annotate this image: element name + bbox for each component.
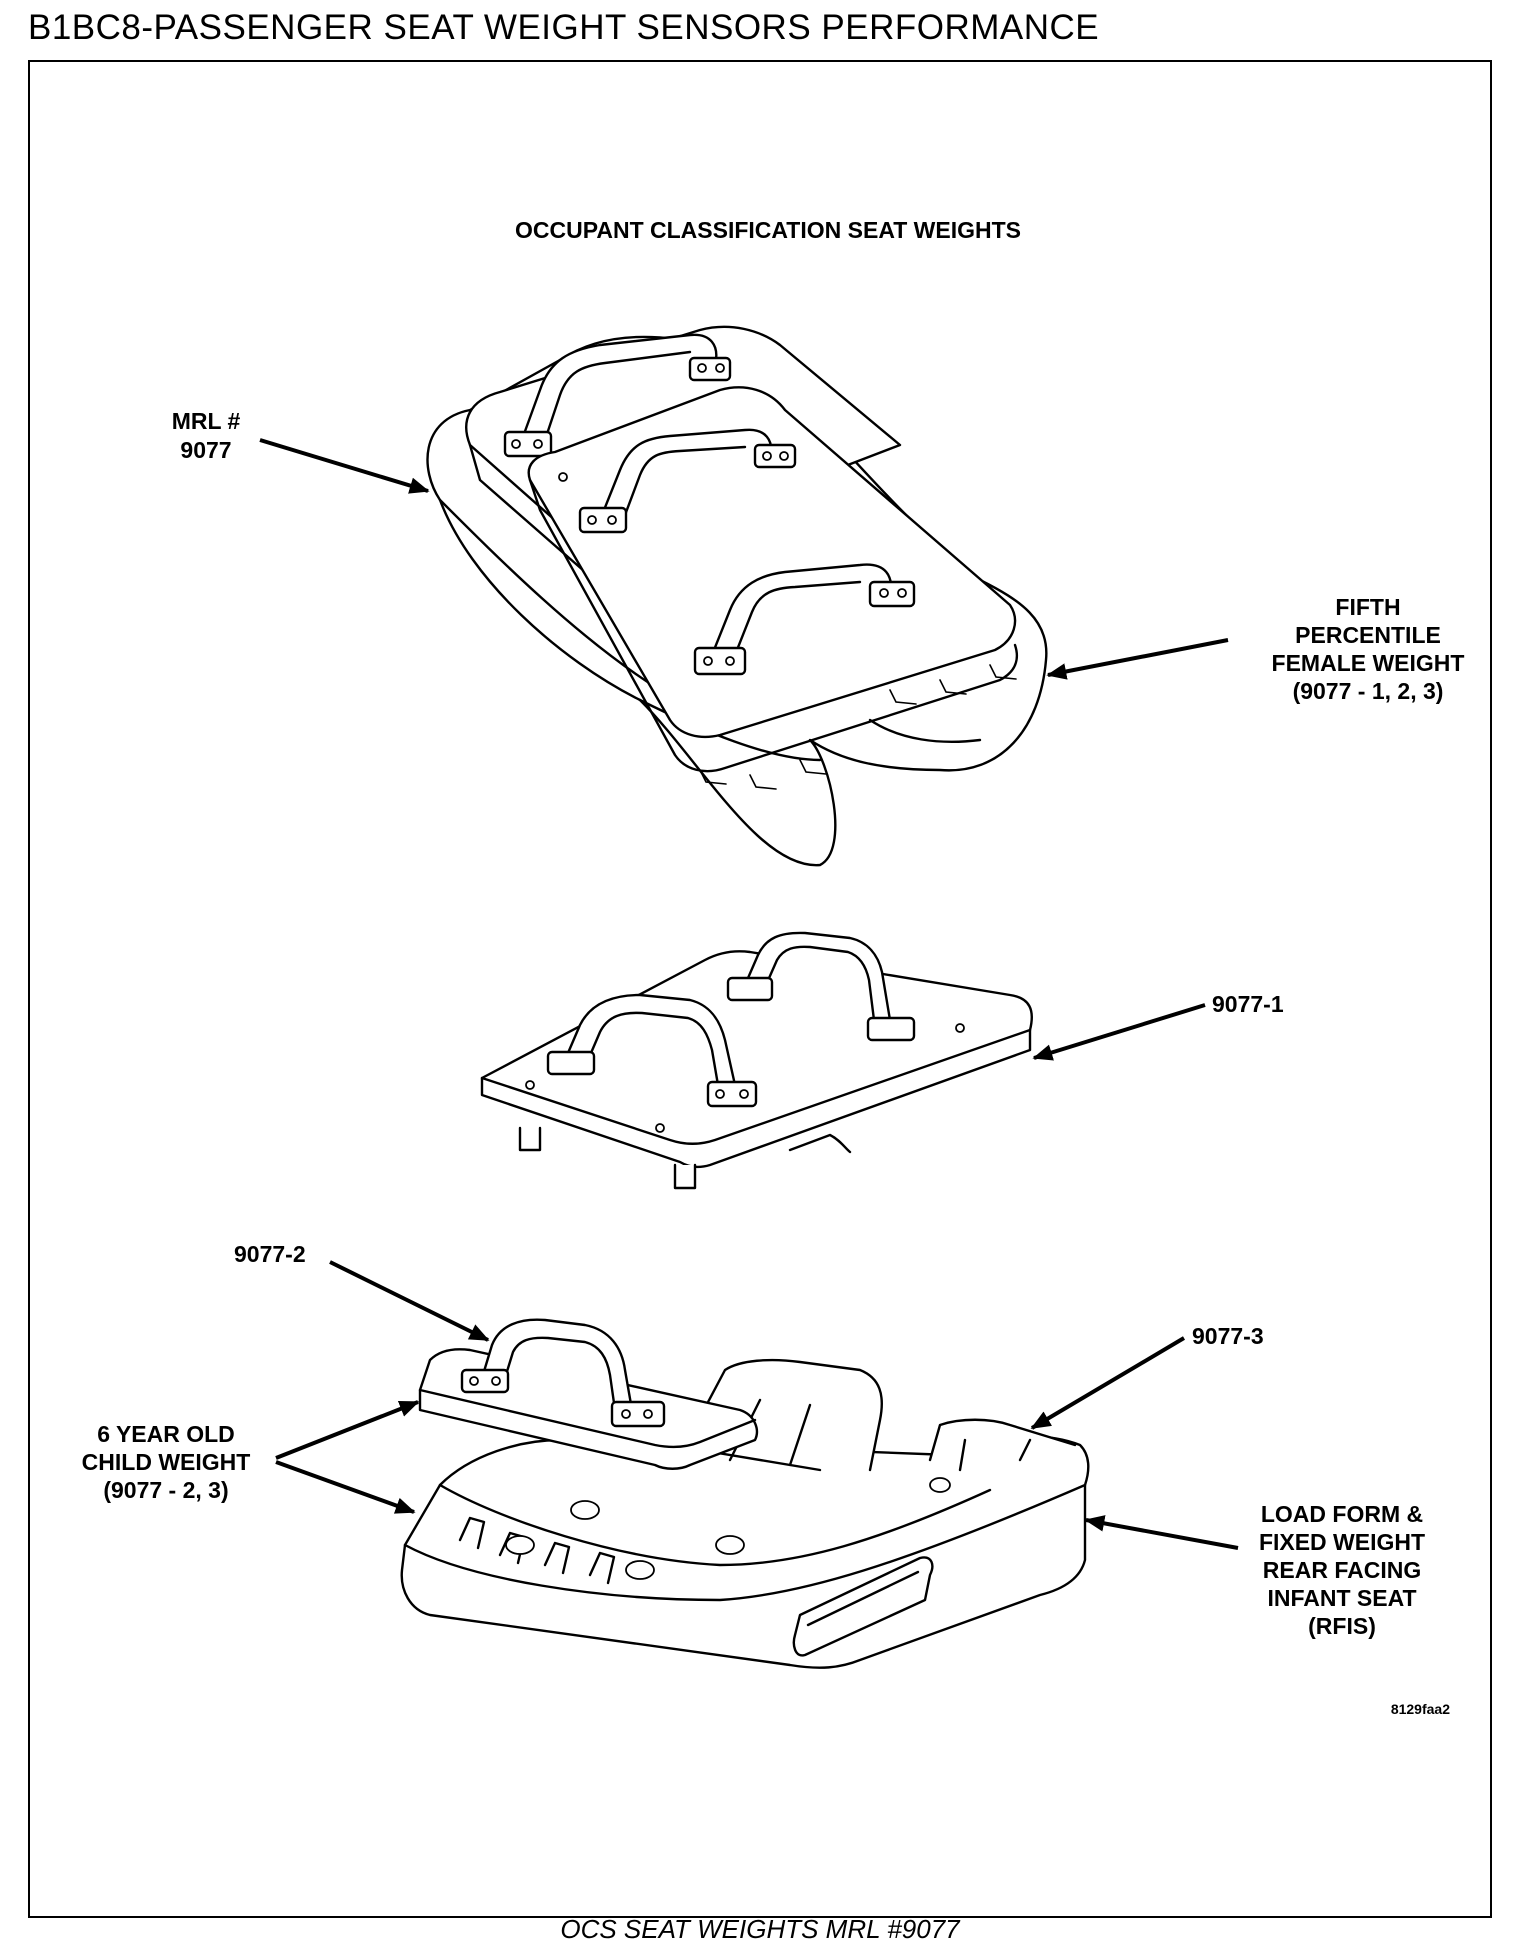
- label-9077-1: 9077-1: [1212, 991, 1284, 1017]
- arrow-fifth-percentile: [1046, 638, 1229, 680]
- diagram-heading: OCCUPANT CLASSIFICATION SEAT WEIGHTS: [515, 217, 1021, 243]
- label-child-line1: 6 YEAR OLD: [97, 1421, 235, 1447]
- label-fifth-line2: PERCENTILE: [1295, 622, 1441, 648]
- label-9077-2: 9077-2: [234, 1241, 306, 1267]
- label-rfis-line3: REAR FACING: [1263, 1557, 1421, 1583]
- leader-arrows: [259, 438, 1239, 1550]
- label-fifth-line4: (9077 - 1, 2, 3): [1293, 678, 1444, 704]
- arrow-rfis: [1084, 1515, 1239, 1550]
- label-child-line3: (9077 - 2, 3): [103, 1477, 228, 1503]
- figure-frame: [28, 60, 1492, 1918]
- label-child-line2: CHILD WEIGHT: [82, 1449, 251, 1475]
- label-rfis-line4: INFANT SEAT: [1267, 1585, 1416, 1611]
- figure-caption: OCS SEAT WEIGHTS MRL #9077: [560, 1914, 960, 1944]
- label-rfis-line5: (RFIS): [1308, 1613, 1376, 1639]
- arrow-mrl: [259, 438, 430, 494]
- arrow-9077-2: [329, 1260, 490, 1342]
- arrow-9077-1: [1032, 1003, 1206, 1061]
- arrow-child-to-base: [275, 1460, 416, 1514]
- label-mrl-line2: 9077: [180, 437, 231, 463]
- label-fifth-line3: FEMALE WEIGHT: [1272, 650, 1465, 676]
- figure-code: 8129faa2: [1391, 1701, 1450, 1717]
- assembled-weight-stack-illustration: [426, 325, 1048, 867]
- plate-9077-1-illustration: [480, 931, 1033, 1190]
- plate-9077-2-and-base-9077-3-illustration: [400, 1318, 1090, 1669]
- label-rfis-line1: LOAD FORM &: [1261, 1501, 1423, 1527]
- label-9077-3: 9077-3: [1192, 1323, 1264, 1349]
- label-fifth-line1: FIFTH: [1335, 594, 1400, 620]
- label-rfis-line2: FIXED WEIGHT: [1259, 1529, 1425, 1555]
- label-mrl-line1: MRL #: [172, 408, 241, 434]
- arrow-9077-3: [1030, 1336, 1186, 1430]
- page-title: B1BC8-PASSENGER SEAT WEIGHT SENSORS PERF…: [28, 8, 1100, 47]
- arrow-child-to-plate: [275, 1400, 420, 1460]
